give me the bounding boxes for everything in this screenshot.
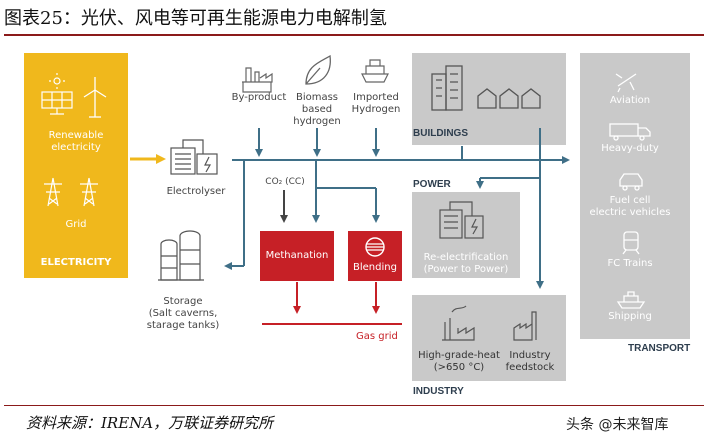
industry-box (412, 295, 566, 381)
watermark: 头条 @未来智库 (566, 417, 669, 433)
transport-label: TRANSPORT (628, 343, 691, 354)
industry-feedstock-label: Industry feedstock (505, 350, 555, 373)
truck-icon (609, 123, 651, 141)
renewable-electricity-label: Renewable electricity (48, 130, 104, 153)
buildings-label: BUILDINGS (413, 128, 468, 139)
car-icon (619, 173, 643, 191)
electricity-box (24, 53, 128, 278)
solar-panel-icon (41, 73, 73, 115)
airplane-icon (615, 73, 637, 93)
factory-icon (242, 67, 273, 93)
source-note: 资料来源：IRENA，万联证券研究所 (26, 414, 274, 432)
ship-transport-icon (616, 291, 646, 309)
transport-heavy-duty: Heavy-duty (601, 143, 659, 154)
power-label: POWER (413, 179, 451, 190)
buildings-icon (431, 65, 541, 111)
wind-turbine-icon (83, 77, 107, 118)
transport-aviation: Aviation (609, 95, 651, 106)
re-electrification-label: Re-electrification (Power to Power) (423, 252, 509, 275)
grid-label: Grid (65, 219, 87, 230)
re-electrification-icon (439, 201, 484, 239)
train-icon (622, 231, 640, 255)
transport-shipping: Shipping (608, 311, 652, 322)
gas-grid-label: Gas grid (356, 331, 398, 342)
methanation-box: Methanation (260, 231, 334, 281)
imported-hydrogen-label: Imported Hydrogen (351, 92, 401, 115)
blending-box: Blending (348, 231, 402, 281)
methanation-label: Methanation (265, 250, 329, 261)
industry-feedstock-icon (513, 311, 537, 341)
power-box (412, 192, 520, 278)
biomass-label: Biomass based hydrogen (293, 92, 341, 127)
electricity-label: ELECTRICITY (40, 257, 112, 268)
blending-icon (365, 237, 385, 257)
leaf-icon (305, 54, 331, 85)
transport-box (580, 53, 690, 339)
blending-label: Blending (353, 262, 397, 273)
bottom-rule (4, 405, 704, 406)
electrolyser-label: Electrolyser (166, 186, 226, 197)
transport-fc-trains: FC Trains (607, 258, 653, 269)
industry-heat-icon (442, 305, 475, 341)
electrolyser-icon (170, 139, 218, 175)
byproduct-label: By-product (231, 92, 287, 103)
storage-tank-icon (158, 230, 204, 281)
high-grade-heat-label: High-grade-heat (>650 °C) (418, 350, 500, 373)
industry-label: INDUSTRY (413, 386, 464, 397)
storage-label: Storage (Salt caverns, starage tanks) (146, 296, 220, 331)
co2-label: CO₂ (CC) (265, 177, 305, 187)
transport-fuel-cell: Fuel cell electric vehicles (589, 195, 671, 218)
ship-icon (361, 59, 389, 83)
grid-pylon-icon (44, 177, 98, 207)
figure-title: 图表25：光伏、风电等可再生能源电力电解制氢 (4, 6, 704, 36)
